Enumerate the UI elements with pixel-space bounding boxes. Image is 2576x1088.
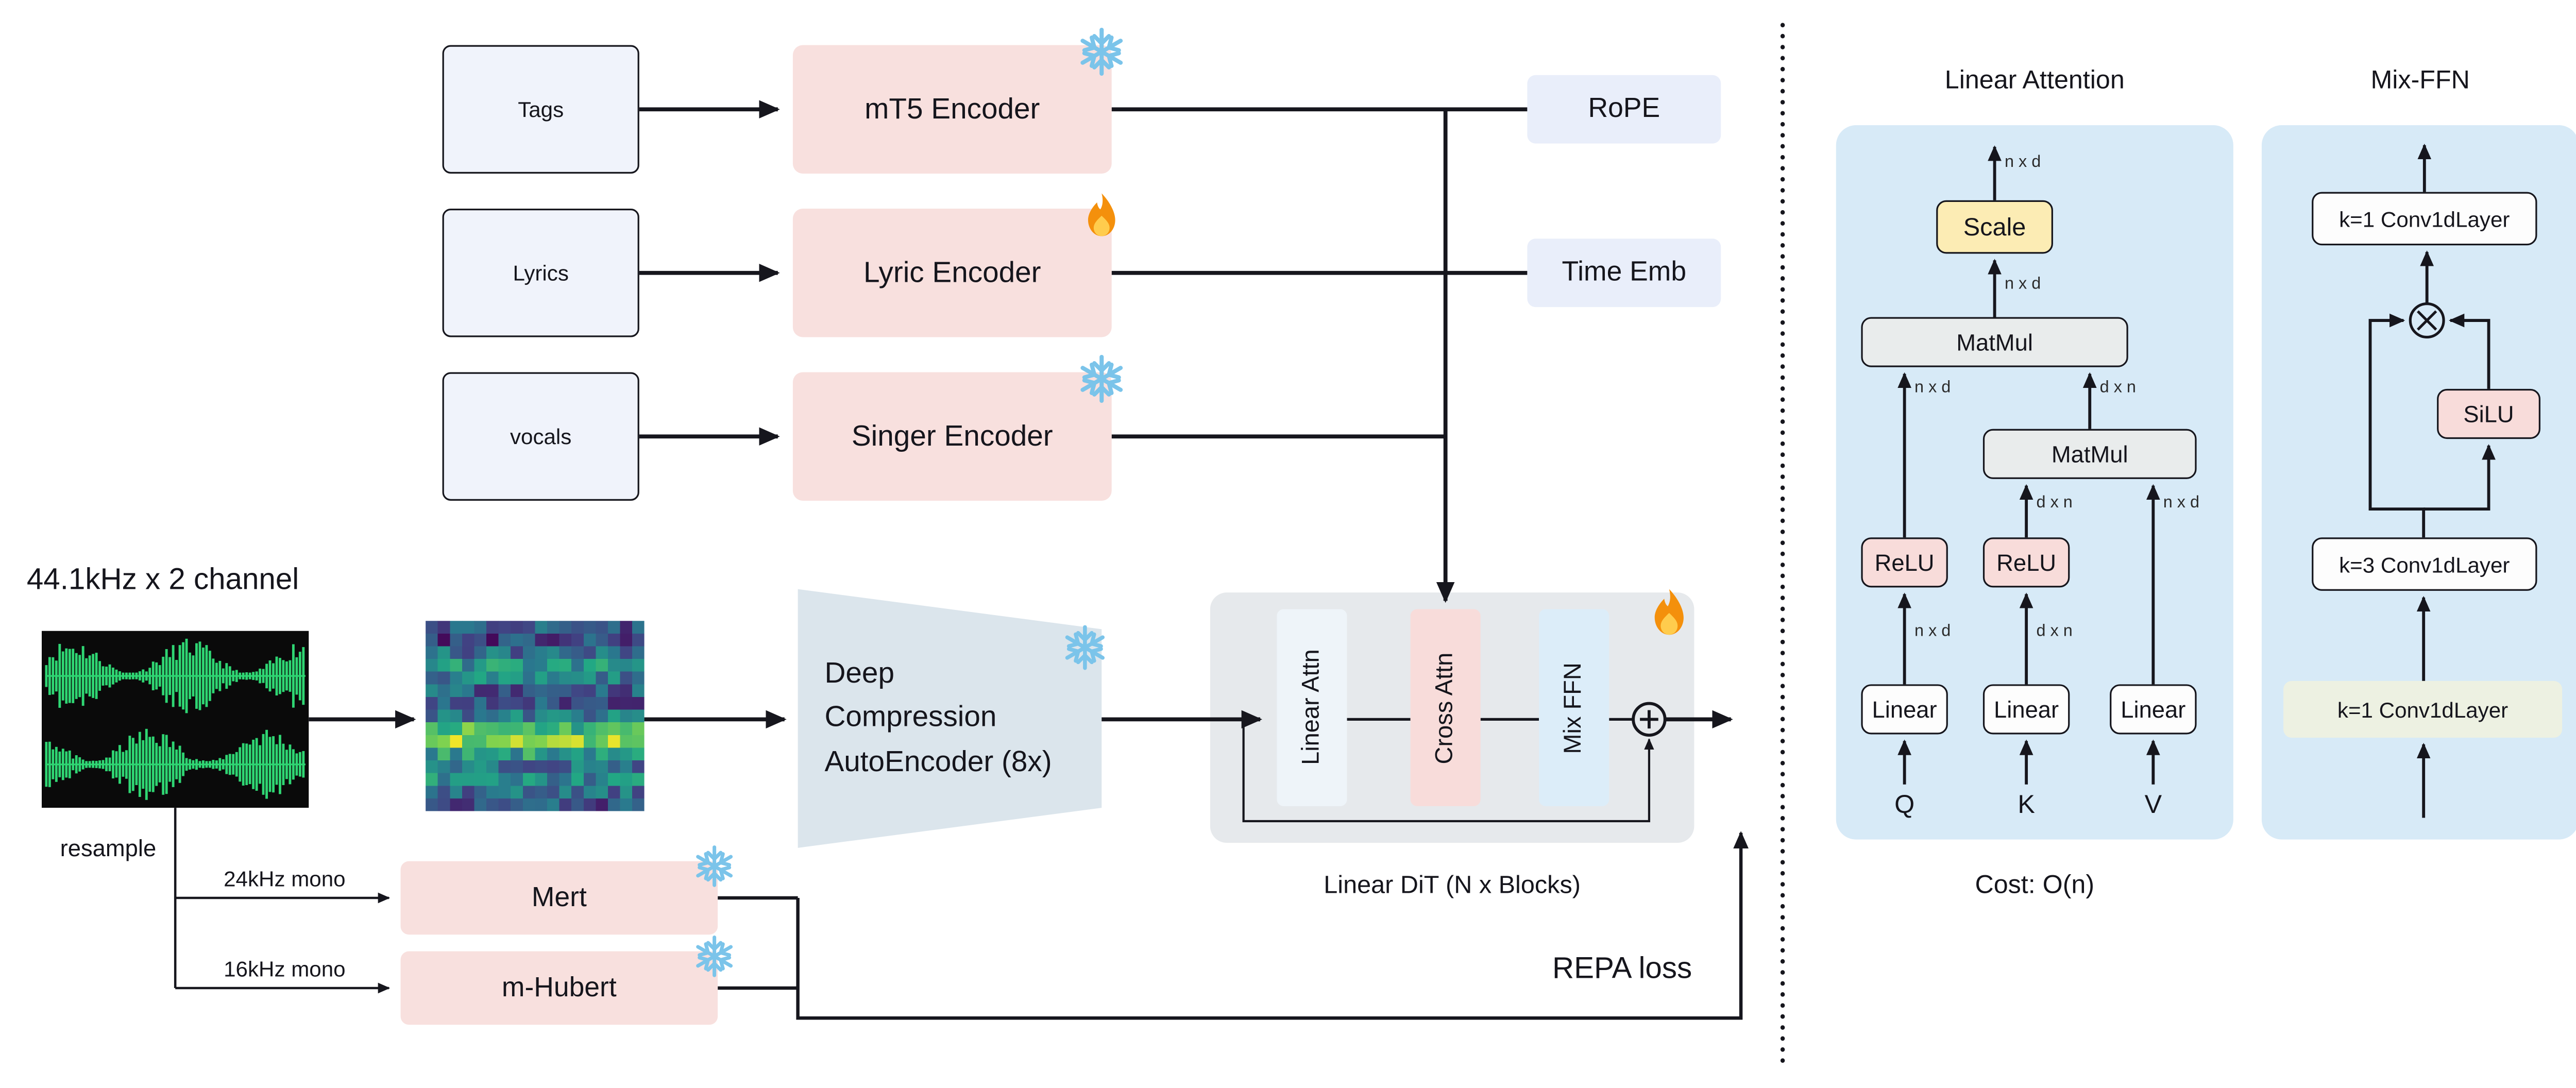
mt5-encoder-box: mT5 Encoder [792, 45, 1112, 174]
spectrogram-image [426, 621, 645, 811]
tags-label: Tags [518, 96, 564, 122]
lyrics-label: Lyrics [513, 260, 569, 286]
rope-box: RoPE [1527, 75, 1721, 144]
v-label: V [2144, 791, 2162, 820]
mix-ffn-box: Mix FFN [1539, 609, 1609, 806]
resample-lines [174, 808, 391, 994]
mert-box: Mert [400, 861, 718, 935]
dim-label: d x n [2036, 494, 2073, 513]
linear-attention-title: Linear Attention [1944, 66, 2125, 95]
mt5-encoder-label: mT5 Encoder [865, 92, 1040, 125]
frozen-icon [1077, 354, 1127, 404]
linear-label: Linear [1994, 695, 2059, 723]
q-label: Q [1894, 791, 1915, 820]
cross-attn-box: Cross Attn [1410, 609, 1481, 806]
relu-label: ReLU [1874, 549, 1935, 576]
main-flow-arrows [309, 100, 1733, 729]
mhubert-label: m-Hubert [501, 972, 617, 1002]
sample-rate-label: 44.1kHz x 2 channel [26, 562, 299, 596]
time-emb-box: Time Emb [1527, 239, 1721, 308]
rope-label: RoPE [1588, 93, 1660, 124]
linear-q-box: Linear [1861, 684, 1948, 735]
frozen-icon [1062, 624, 1109, 671]
mhubert-box: m-Hubert [400, 951, 718, 1025]
matmul-label: MatMul [1956, 329, 2033, 356]
connector-lines [174, 23, 2496, 1070]
dim-label: n x d [1914, 622, 1951, 641]
k-label: K [2018, 791, 2035, 820]
silu-label: SiLU [2463, 400, 2514, 428]
lyric-encoder-label: Lyric Encoder [863, 255, 1041, 289]
frozen-icon [693, 934, 736, 978]
conv1d-k3-label: k=3 Conv1dLayer [2339, 551, 2510, 577]
lyric-encoder-box: Lyric Encoder [792, 209, 1112, 337]
dim-label: n x d [2004, 275, 2041, 294]
fire-icon [1642, 586, 1696, 639]
singer-encoder-label: Singer Encoder [851, 419, 1053, 452]
multiply-circle-icon [2409, 302, 2445, 339]
residual-connection [1242, 719, 1654, 823]
dim-label: d x n [2099, 379, 2136, 398]
relu-k-box: ReLU [1982, 537, 2070, 588]
cost-label: Cost: O(n) [1975, 871, 2095, 900]
conv1d-k1-bottom-box: k=1 Conv1dLayer [2283, 681, 2563, 738]
frozen-icon [1077, 27, 1127, 77]
linear-label: Linear [2121, 695, 2186, 723]
scale-box: Scale [1936, 200, 2053, 254]
conv1d-k1-top-label: k=1 Conv1dLayer [2339, 206, 2510, 231]
waveform-image [41, 631, 309, 808]
cross-attn-label: Cross Attn [1432, 652, 1459, 764]
relu-label: ReLU [1996, 549, 2057, 576]
linear-attn-box: Linear Attn [1277, 609, 1347, 806]
repa-lines [718, 831, 1749, 1020]
repa-loss-label: REPA loss [1552, 951, 1692, 985]
vocals-label: vocals [510, 423, 572, 449]
time-emb-label: Time Emb [1562, 257, 1687, 287]
linear-label: Linear [1872, 695, 1937, 723]
singer-encoder-box: Singer Encoder [792, 372, 1112, 501]
conv1d-k1-top-box: k=1 Conv1dLayer [2312, 192, 2537, 246]
silu-box: SiLU [2437, 388, 2540, 439]
dim-label: n x d [2163, 494, 2200, 513]
vocals-input-box: vocals [442, 372, 639, 501]
autoencoder-trapezoid [798, 589, 1102, 848]
matmul-label: MatMul [2051, 440, 2128, 468]
rate-label-24k: 24kHz mono [224, 866, 346, 892]
mix-ffn-title: Mix-FFN [2370, 66, 2470, 95]
resample-label: resample [60, 834, 157, 861]
autoencoder-label: Deep Compression AutoEncoder (8x) [824, 656, 1052, 777]
dit-caption: Linear DiT (N x Blocks) [1324, 871, 1581, 900]
dim-label: n x d [1914, 379, 1951, 398]
tags-input-box: Tags [442, 45, 639, 174]
conv1d-k3-box: k=3 Conv1dLayer [2312, 537, 2537, 591]
dim-label: n x d [2004, 154, 2041, 172]
panel-arrows [1897, 143, 2496, 818]
rate-label-16k: 16kHz mono [224, 956, 346, 982]
frozen-icon [693, 844, 736, 888]
linear-v-box: Linear [2110, 684, 2197, 735]
conv1d-k1-bottom-label: k=1 Conv1dLayer [2337, 696, 2509, 722]
matmul-upper-box: MatMul [1861, 317, 2128, 367]
mix-ffn-label: Mix FFN [1561, 661, 1588, 754]
lyrics-input-box: Lyrics [442, 208, 639, 337]
relu-q-box: ReLU [1861, 537, 1948, 588]
fire-icon [1077, 190, 1127, 240]
matmul-lower-box: MatMul [1982, 429, 2197, 479]
linear-k-box: Linear [1982, 684, 2070, 735]
scale-label: Scale [1963, 213, 2026, 242]
residual-add-icon [1632, 702, 1667, 737]
linear-attn-label: Linear Attn [1298, 650, 1326, 766]
mert-label: Mert [531, 882, 587, 912]
dim-label: d x n [2036, 622, 2073, 641]
